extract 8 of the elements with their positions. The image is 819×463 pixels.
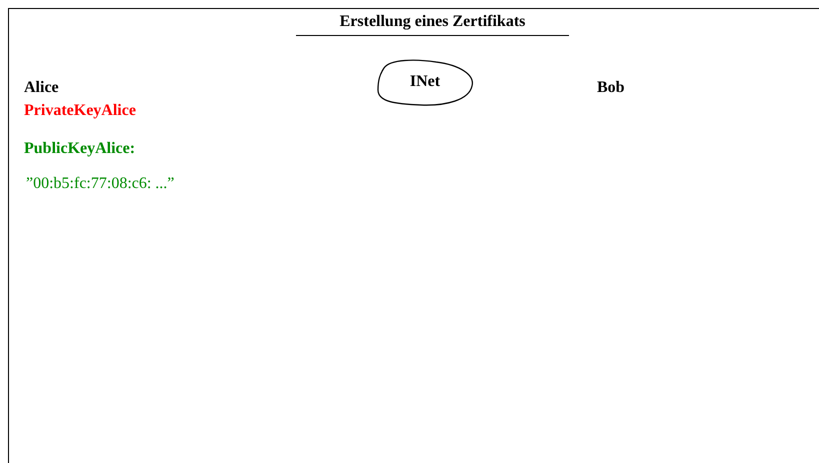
node-label: INet: [408, 72, 442, 92]
private-key-label: PrivateKeyAlice: [24, 101, 136, 121]
public-key-label: PublicKeyAlice:: [24, 139, 136, 159]
participant-name: Bob: [597, 78, 625, 98]
key-value-text: ”00:b5:fc:77:08:c6: ...”: [26, 174, 174, 194]
participant-name: Alice: [24, 78, 59, 98]
title: Erstellung eines Zertifikats: [338, 12, 526, 32]
cloud-shape: [376, 58, 474, 108]
